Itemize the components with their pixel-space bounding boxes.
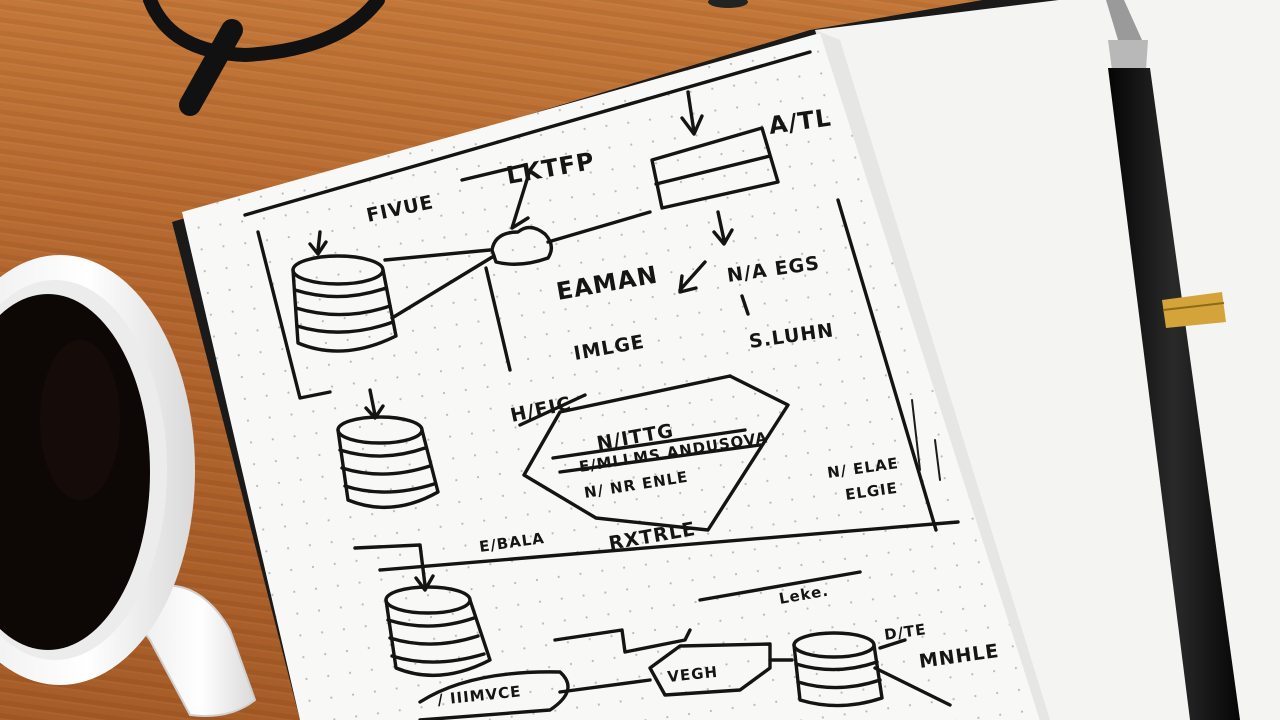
coffee-cup-icon [0, 255, 257, 717]
note-bottom-shape: VEGH [667, 663, 719, 686]
notebook [172, 0, 1280, 720]
database-cylinder-icon [792, 631, 884, 708]
note-bottom-right-1: D/TE [883, 620, 928, 644]
fountain-pen-icon [1106, 0, 1240, 720]
database-cylinder-icon [291, 254, 398, 353]
database-cylinder-icon [336, 415, 440, 510]
hand-drawn-diagram [243, 50, 960, 720]
eyeglasses-icon [143, 0, 748, 116]
